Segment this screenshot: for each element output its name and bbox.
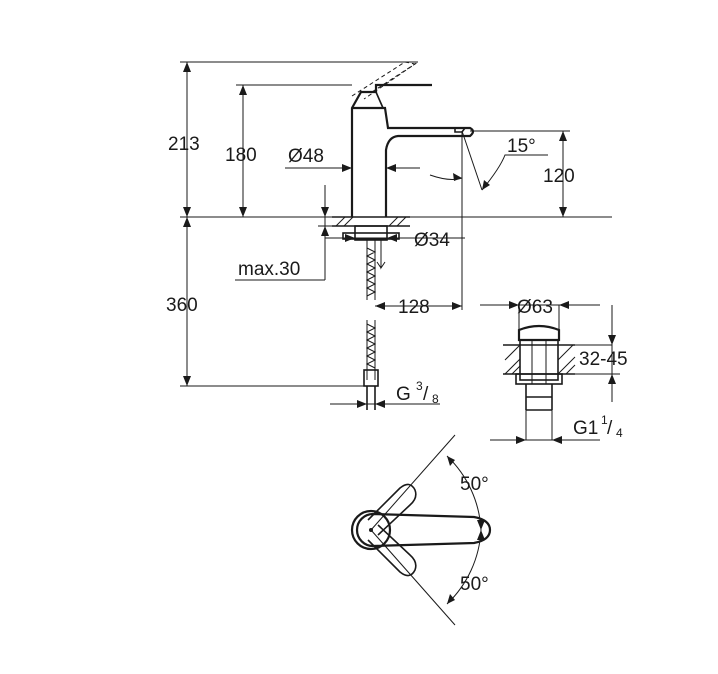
lever-raised-position: [351, 61, 417, 100]
dim-lever-angle-upper: 50°: [460, 474, 489, 495]
spout-top: [355, 512, 492, 548]
angle-line-upper: [370, 434, 456, 531]
dim-outlet-height: 120: [543, 166, 575, 187]
dim-hose-thread: G 3 / 8: [396, 379, 439, 406]
dim-hole-diameter: Ø34: [414, 230, 450, 251]
flex-hose: [366, 240, 376, 380]
dim-total-height: 213: [168, 134, 200, 155]
dim-waste-diameter: Ø63: [517, 297, 553, 318]
deck-hatching: [335, 216, 407, 227]
basin-hatching: [504, 344, 576, 375]
waste-thread-den: 4: [616, 426, 623, 440]
dim-spout-angle: 15°: [507, 136, 536, 157]
svg-text:/: /: [607, 418, 613, 439]
hose-braid: [365, 247, 377, 369]
waste-tail: [525, 384, 553, 411]
svg-text:/: /: [423, 384, 429, 405]
dim-lever-angle-lower: 50°: [460, 574, 489, 595]
lever-left: [367, 483, 417, 536]
dim-waste-range: 32-45: [579, 349, 628, 370]
waste-core: [531, 340, 547, 384]
angle-line-lower: [370, 529, 456, 626]
faucet-top-view: [350, 434, 492, 626]
waste-thread-base: G1: [573, 418, 598, 439]
hose-thread-den: 8: [432, 392, 439, 406]
mounting-washer: [342, 232, 400, 240]
basin-section: [503, 344, 575, 375]
dim-hose-length: 360: [166, 295, 198, 316]
waste-nut: [515, 373, 563, 385]
dim-max-deck: max.30: [238, 259, 300, 280]
pop-up-waste: [480, 301, 620, 444]
dim-spout-height: 180: [225, 145, 257, 166]
hose-thread-num: 3: [416, 379, 423, 393]
dim-body-diameter: Ø48: [288, 146, 324, 167]
dim-waste-thread: G1 1 / 4: [573, 413, 623, 440]
hose-thread-base: G: [396, 384, 411, 405]
waste-body: [519, 339, 559, 381]
lever-right: [367, 524, 417, 577]
waste-plug: [517, 324, 561, 342]
dimension-lines: [180, 61, 570, 408]
dim-projection: 128: [398, 297, 430, 318]
lever-raised-edge: [371, 61, 419, 93]
hose-nut: [363, 369, 379, 387]
aerator: [454, 127, 467, 133]
hose-thread: [366, 386, 376, 410]
second-hose-pin: [376, 240, 386, 270]
waste-thread-num: 1: [601, 413, 608, 427]
lever-joint: [375, 91, 384, 109]
faucet-side-view: [180, 61, 612, 410]
spout-outline: [352, 106, 475, 217]
faucet-body-outline: [350, 83, 432, 217]
body-circle: [350, 509, 392, 551]
